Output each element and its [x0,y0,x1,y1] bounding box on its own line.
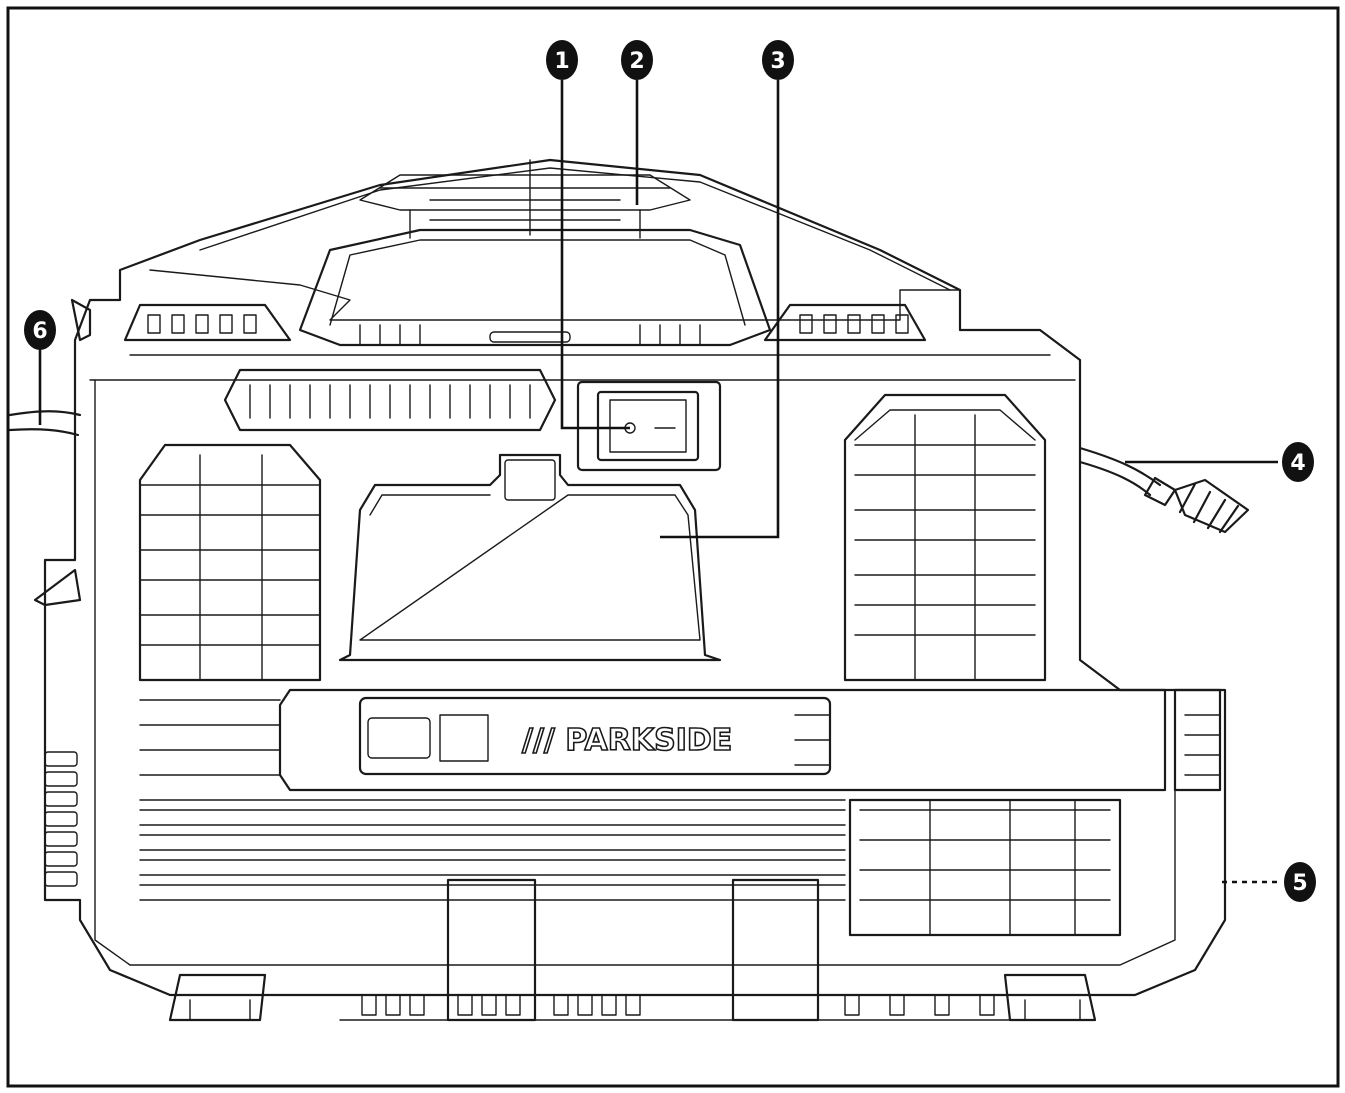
callout-5: 5 [1284,862,1316,902]
right-side-grip [1173,688,1222,792]
storage-cover [338,453,722,662]
callout-4: 4 [1282,442,1314,482]
feet [168,878,1097,1022]
carry-handle [298,159,772,347]
callout-6: 6 [24,310,56,350]
right-grille [843,393,1047,682]
callout-1-label: 1 [554,49,569,74]
upper-vent-left [123,303,292,342]
callout-5-label: 5 [1292,871,1307,896]
callout-3-label: 3 [770,49,785,74]
callout-4-label: 4 [1290,451,1305,476]
lower-right-grille [848,798,1122,937]
callout-2: 2 [621,40,653,80]
callout-1: 1 [546,40,578,80]
bottom-slots [339,994,1011,1021]
upper-vent-right [763,303,927,342]
left-side-ribs [44,751,78,887]
figure-frame [6,6,1340,1088]
lower-fins [139,699,846,901]
air-hose [1078,446,1250,534]
brand-bar: /// PARKSIDE [278,688,1167,792]
front-vent-slot [223,368,557,432]
brand-logo: /// PARKSIDE [522,723,732,758]
power-cable [8,298,92,607]
callout-2-label: 2 [629,49,644,74]
callout-3: 3 [762,40,794,80]
on-off-switch [576,380,722,472]
left-grille [138,443,322,682]
callout-leaders [38,80,1282,884]
callout-6-label: 6 [32,319,47,344]
